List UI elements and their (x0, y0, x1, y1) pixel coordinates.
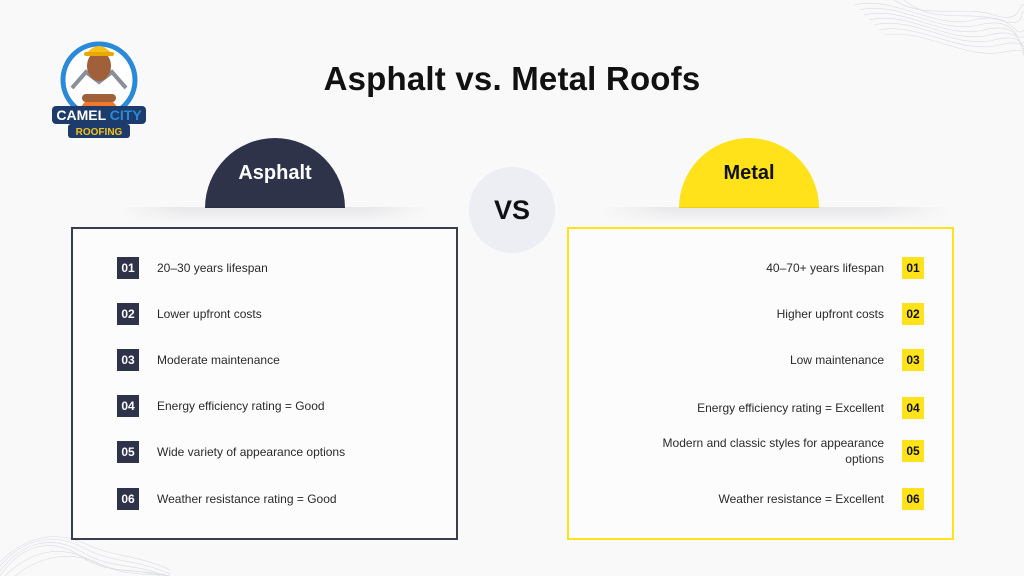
item-text: Moderate maintenance (157, 353, 280, 367)
item-text: Weather resistance rating = Good (157, 492, 337, 506)
metal-item: 06 Weather resistance = Excellent (718, 488, 924, 510)
item-number-badge: 02 (117, 303, 139, 325)
item-text: Weather resistance = Excellent (718, 492, 884, 506)
logo-text-line1: CAMEL CITY (56, 107, 142, 123)
item-text: Energy efficiency rating = Good (157, 399, 325, 413)
metal-item: 02 Higher upfront costs (777, 303, 924, 325)
asphalt-item: 02 Lower upfront costs (117, 303, 262, 325)
asphalt-item: 03 Moderate maintenance (117, 349, 280, 371)
item-text: Modern and classic styles for appearance… (662, 436, 884, 466)
item-text: Low maintenance (789, 353, 884, 367)
item-number-badge: 05 (902, 440, 924, 462)
vs-label: VS (493, 194, 531, 225)
item-number-badge: 03 (117, 349, 139, 371)
item-text: Energy efficiency rating = Excellent (697, 401, 884, 415)
asphalt-heading-tab: Asphalt (205, 138, 345, 208)
metal-heading-tab: Metal (679, 138, 819, 208)
item-text: 20–30 years lifespan (157, 261, 268, 275)
logo-text-line2: ROOFING (76, 127, 123, 138)
metal-shadow-divider (600, 207, 950, 225)
item-number-badge: 05 (117, 441, 139, 463)
item-text: Wide variety of appearance options (157, 445, 346, 459)
item-number-badge: 03 (902, 349, 924, 371)
asphalt-heading: Asphalt (238, 161, 312, 184)
item-number-badge: 01 (902, 257, 924, 279)
item-text: 40–70+ years lifespan (766, 261, 884, 275)
metal-item: 01 40–70+ years lifespan (766, 257, 924, 279)
metal-item: 05 Modern and classic styles for appeara… (634, 435, 924, 467)
item-text: Lower upfront costs (157, 307, 262, 321)
camel-city-roofing-logo: CAMEL CITY ROOFING (52, 41, 146, 138)
item-text: Higher upfront costs (776, 307, 884, 321)
page-title: Asphalt vs. Metal Roofs (323, 60, 701, 97)
asphalt-item: 04 Energy efficiency rating = Good (117, 395, 325, 417)
vs-badge: VS (469, 167, 555, 253)
item-number-badge: 06 (117, 488, 139, 510)
metal-panel: 01 40–70+ years lifespan 02 Higher upfro… (567, 227, 954, 540)
metal-item: 04 Energy efficiency rating = Excellent (697, 397, 924, 419)
item-number-badge: 01 (117, 257, 139, 279)
metal-heading: Metal (723, 161, 775, 184)
asphalt-item: 06 Weather resistance rating = Good (117, 488, 337, 510)
asphalt-item: 01 20–30 years lifespan (117, 257, 268, 279)
asphalt-shadow-divider (120, 207, 430, 225)
asphalt-item: 05 Wide variety of appearance options (117, 441, 345, 463)
asphalt-panel: 01 20–30 years lifespan 02 Lower upfront… (71, 227, 458, 540)
item-number-badge: 06 (902, 488, 924, 510)
item-number-badge: 02 (902, 303, 924, 325)
item-number-badge: 04 (902, 397, 924, 419)
metal-item: 03 Low maintenance (790, 349, 924, 371)
item-number-badge: 04 (117, 395, 139, 417)
